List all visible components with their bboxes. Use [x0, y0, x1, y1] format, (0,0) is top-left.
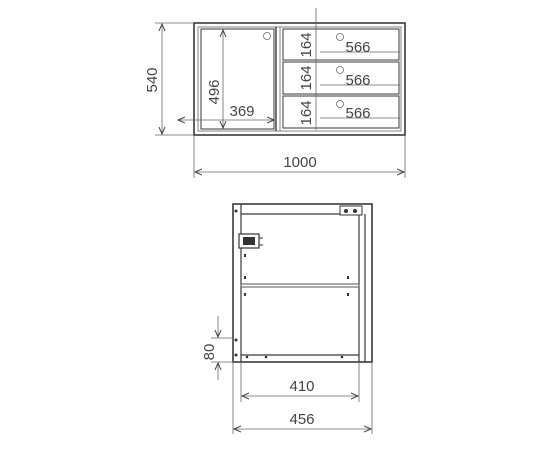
dim-drawer-height-3: 164: [298, 100, 315, 125]
dim-door-width: 369: [229, 103, 254, 120]
dim-total-height: 540: [144, 67, 161, 92]
dim-drawer-width-1: 566: [345, 39, 370, 56]
side-view: 80 410 456: [201, 203, 373, 434]
drawer-3-hole-icon: [336, 100, 344, 108]
door-panel: [200, 28, 275, 130]
dim-outer-depth: 456: [289, 411, 314, 428]
front-view: 540 496 369 164 164 164 566 566 566 1000: [144, 8, 406, 178]
dim-drawer-height-1: 164: [298, 32, 315, 57]
drawer-2-hole-icon: [336, 66, 344, 74]
door-hole-icon: [263, 32, 271, 40]
drawer-1-hole-icon: [336, 33, 344, 41]
drawer-1: [282, 28, 400, 61]
side-outline: [232, 203, 373, 363]
cabinet-inner-outline: [197, 26, 402, 132]
pin-markers: [234, 209, 349, 359]
cabinet-outline: [193, 22, 406, 136]
hinge-icon: [238, 233, 263, 249]
dim-drawer-height-2: 164: [298, 65, 315, 90]
dim-drawer-width-2: 566: [345, 72, 370, 89]
shelf: [240, 283, 360, 288]
dim-drawer-width-3: 566: [345, 105, 370, 122]
drawer-2: [282, 61, 400, 95]
dim-inner-depth: 410: [289, 378, 314, 395]
dim-plinth-height: 80: [201, 344, 218, 361]
dim-total-width: 1000: [283, 154, 316, 171]
dim-door-height: 496: [206, 79, 223, 104]
drawer-3: [282, 95, 400, 129]
connector-icon: [339, 205, 363, 216]
